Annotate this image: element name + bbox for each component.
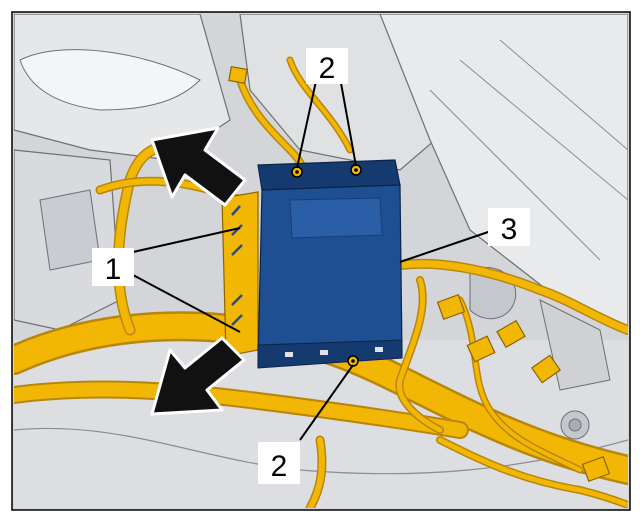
direction-arrows — [150, 126, 247, 416]
module-slot — [375, 347, 383, 352]
body-hole-inner — [568, 418, 582, 432]
callout-box — [258, 442, 300, 484]
body-contour-lines — [429, 39, 628, 261]
harness-right-drop — [396, 277, 443, 433]
callout-2-bottom: 2 — [258, 442, 300, 484]
connector — [496, 319, 526, 349]
bolt-center — [295, 170, 299, 174]
body-contour-lower — [14, 427, 628, 475]
callout-1: 1 — [92, 248, 134, 286]
leader-2-top-left — [296, 71, 319, 169]
module-slot — [320, 350, 328, 355]
harness-top-wire-2 — [288, 58, 352, 152]
bracket-clips — [231, 205, 243, 326]
module-bracket — [221, 191, 259, 357]
harness-lower — [14, 382, 467, 437]
module-bottom-flange — [257, 339, 403, 369]
body-cutout — [19, 49, 201, 111]
callout-box — [306, 48, 348, 84]
arrow-up-left-icon — [150, 126, 247, 207]
control-module — [257, 159, 403, 369]
callout-box — [488, 208, 530, 246]
harness-bottom-drop — [307, 437, 325, 508]
callout-box — [92, 248, 134, 286]
callout-label: 1 — [105, 253, 122, 286]
module-panel — [289, 197, 383, 239]
leader-1-upper — [132, 227, 241, 253]
bolt-center — [354, 168, 358, 172]
callout-label: 2 — [319, 52, 336, 85]
leader-2-bottom — [299, 364, 354, 441]
connector — [466, 335, 496, 363]
callout-lines — [132, 71, 495, 441]
callout-label: 2 — [271, 450, 288, 483]
callout-label: 3 — [501, 213, 518, 246]
connector — [228, 66, 248, 84]
connector — [581, 456, 611, 482]
connectors — [228, 66, 611, 482]
bolt-center — [351, 359, 355, 363]
body-recess — [39, 189, 101, 271]
harness-right-branch — [458, 298, 582, 472]
bolts — [291, 164, 362, 367]
module-slot — [285, 352, 293, 357]
connector — [436, 294, 466, 320]
harness-bottom-right — [437, 437, 628, 508]
connector — [530, 354, 562, 384]
harness-right — [396, 260, 628, 334]
leader-2-top-right — [338, 71, 357, 167]
arrow-down-left-icon — [150, 336, 246, 416]
leader-3 — [399, 229, 495, 263]
callout-2-top: 2 — [306, 48, 348, 85]
leader-1-lower — [132, 274, 241, 333]
callout-3: 3 — [488, 208, 530, 246]
